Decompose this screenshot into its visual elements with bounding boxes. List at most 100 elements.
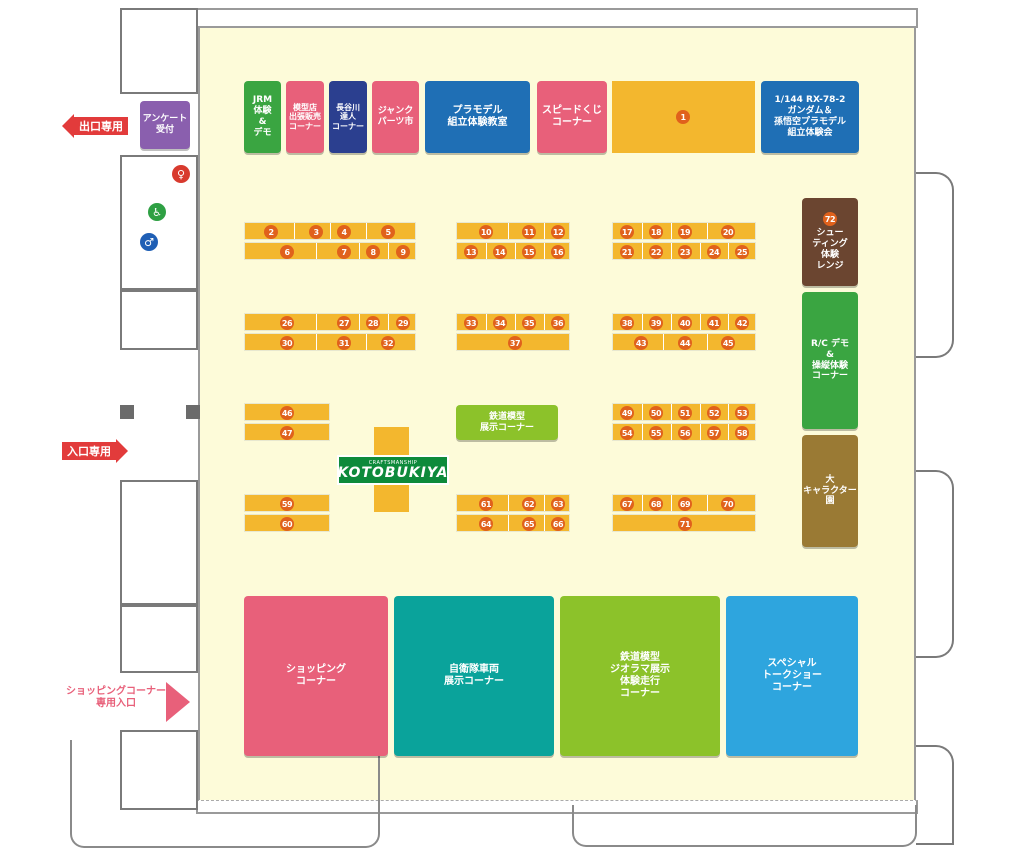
booth-divider [641,223,643,239]
stair-core-bottom [120,730,198,810]
booth-number: 63 [551,497,565,511]
booth-number: 55 [649,426,663,440]
booth-number: 61 [479,497,493,511]
booth-number: 5 [381,225,395,239]
booth-number: 54 [620,426,634,440]
booth-divider [388,314,389,330]
booth-number: 4 [337,225,351,239]
booth-number: 30 [280,336,294,350]
booth-number: 64 [479,517,493,531]
booth-divider [670,424,672,440]
booth-divider [670,404,672,420]
accessible-restroom-icon: ♿ [148,203,166,221]
booth-1: 1 [612,81,755,153]
booth-row: 64 65 66 [456,514,570,532]
right-arrow-icon [116,439,128,463]
exit-only-label: 出口専用 [74,117,128,135]
booth-divider [728,404,729,420]
booth-divider [388,243,389,259]
booth-divider [543,515,545,531]
booth-divider [699,314,701,330]
booth-divider [358,243,360,259]
booth-number: 25 [735,245,749,259]
talk-show-corner: スペシャル トークショー コーナー [726,596,858,756]
booth-number: 22 [649,245,663,259]
diorama-corner: 鉄道模型 ジオラマ展示 体験走行 コーナー [560,596,720,756]
booth-divider [641,495,643,511]
booth-divider [699,243,701,259]
booth-number: 23 [678,245,692,259]
booth-number: 14 [493,245,507,259]
booth-divider [293,223,295,239]
booth-number: 72 [823,212,837,227]
booth-number: 51 [678,406,692,420]
survey-desk: アンケート 受付 [140,101,190,149]
shopping-entrance-label: ショッピングコーナー 専用入口 [66,686,166,709]
booth-divider [728,424,729,440]
booth-divider [514,314,516,330]
pillar [120,405,134,419]
utility-block [120,290,198,350]
booth-divider [315,243,317,259]
jsdf-vehicle-exhibit: 自衛隊車両 展示コーナー [394,596,554,756]
booth-number: 45 [721,336,735,350]
stair-core-top [120,8,198,94]
booth-divider [315,334,317,350]
booth-number: 43 [634,336,648,350]
booth-number: 66 [551,517,565,531]
booth-divider [641,404,643,420]
booth-number: 71 [678,517,692,531]
booth-number: 60 [280,517,294,531]
hall-top-wall [196,8,918,28]
booth-number: 11 [522,225,536,239]
pillar [186,405,200,419]
booth-number: 31 [337,336,351,350]
entrance-only-sign: 入口専用 [62,439,128,463]
booth-number: 28 [366,316,380,330]
booth-row: 46 [244,403,330,421]
utility-block-3 [120,605,198,673]
booth-number: 20 [721,225,735,239]
rc-demo-corner: R/C デモ & 操縦体験 コーナー [802,292,858,429]
shooting-range: 72 シュー ティング 体験 レンジ [802,198,858,286]
booth-divider [706,495,708,511]
booth-number: 42 [735,316,749,330]
lower-right-wing [572,805,917,847]
booth-number: 58 [735,426,749,440]
booth-divider [699,424,701,440]
booth-number: 56 [678,426,692,440]
booth-number: 44 [678,336,692,350]
booth-number: 53 [735,406,749,420]
railway-model-exhibit: 鉄道模型 展示コーナー [456,405,558,440]
booth-row: 43 44 45 [612,333,756,351]
booth-divider [366,223,367,239]
booth-divider [366,334,367,350]
shopping-corner: ショッピング コーナー [244,596,388,756]
booth-divider [507,515,509,531]
booth-number: 40 [678,316,692,330]
booth-number: 12 [551,225,565,239]
booth-number: 29 [396,316,410,330]
booth-number: 26 [280,316,294,330]
booth-number: 41 [707,316,721,330]
booth-number: 15 [522,245,536,259]
booth-number: 49 [620,406,634,420]
booth-number: 39 [649,316,663,330]
booth-divider [543,243,545,259]
booth-number: 37 [508,336,522,350]
right-balcony-1 [916,172,954,358]
booth-divider [514,243,516,259]
booth-divider [706,223,708,239]
booth-divider [507,495,509,511]
booth-number: 65 [522,517,536,531]
booth-divider [670,243,672,259]
booth-number: 67 [620,497,634,511]
booth-divider [670,314,672,330]
utility-block-2 [120,480,198,605]
